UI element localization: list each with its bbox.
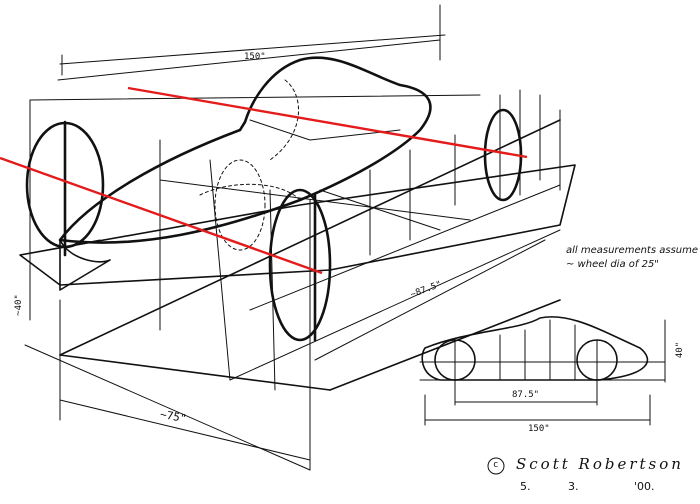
- rear-axle-line: [127, 86, 528, 159]
- ground-grid: [19, 89, 576, 471]
- side-height-label: 40": [675, 341, 686, 359]
- top-dimension: [57, 4, 446, 81]
- side-view-sketch: [419, 316, 666, 426]
- rear-left-wheel-hidden: [214, 159, 266, 251]
- copyright-mark: c: [493, 460, 499, 470]
- height-label: ~40": [13, 294, 24, 316]
- length-label: 150": [244, 52, 266, 62]
- front-right-wheel: [268, 188, 332, 342]
- front-axle-line: [0, 156, 323, 275]
- date-month: 3.: [568, 480, 579, 493]
- car-body-outline: [58, 56, 432, 291]
- side-wheelbase-label: 87.5": [512, 390, 540, 400]
- signature-name: Scott Robertson: [516, 455, 684, 473]
- copyright-circle: [487, 457, 505, 475]
- date-day: 5.: [520, 480, 531, 493]
- date-year: '00.: [634, 480, 655, 493]
- note-line-1: all measurements assume: [566, 245, 699, 256]
- note-line-2: ~ wheel dia of 25": [566, 259, 659, 270]
- side-length-label: 150": [528, 424, 550, 434]
- measurement-note: all measurements assume ~ wheel dia of 2…: [566, 244, 698, 272]
